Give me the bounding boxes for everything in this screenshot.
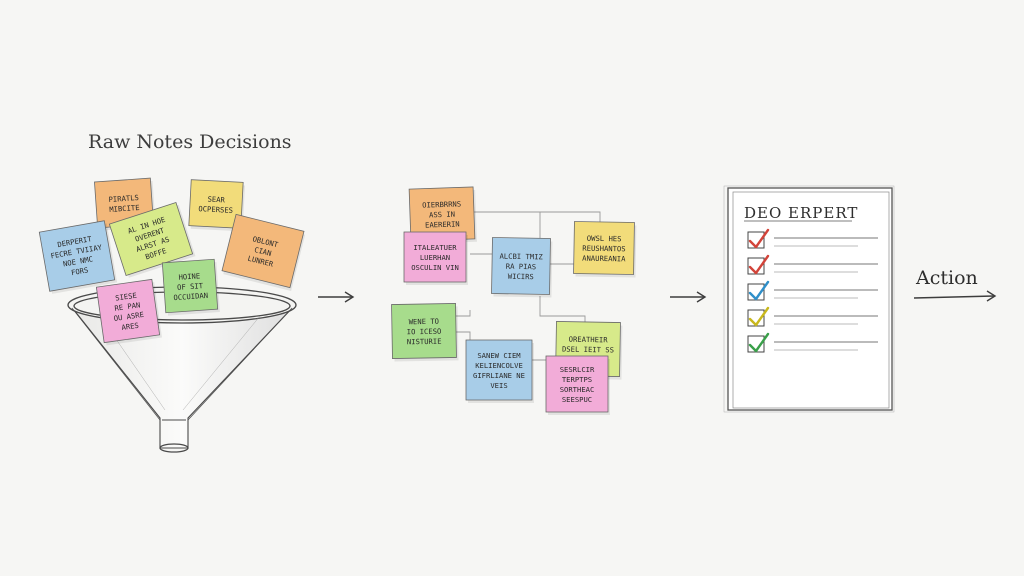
sticky-note-text: OWSL HES	[587, 234, 622, 244]
checklist-item-5	[747, 332, 878, 353]
sticky-note-text: SEAR	[207, 195, 225, 205]
sticky-note-text: KELIENCOLVE	[475, 361, 523, 370]
sticky-note-text: REUSHANTOS	[582, 244, 625, 254]
sticky-note-text: ARES	[121, 321, 139, 332]
sticky-note-text: OSCULIN VIN	[411, 263, 459, 272]
checklist-item-2	[747, 254, 878, 275]
action-label: Action	[915, 267, 978, 289]
sticky-note-text: GIFRLIANE NE	[473, 371, 525, 380]
sticky-note-text: IO ICESO	[407, 327, 442, 337]
report-document: DEO ERPERT	[723, 185, 895, 413]
stage1-caption: Raw Notes Decisions	[88, 131, 292, 153]
sticky-note-text: EAERERIN	[425, 219, 460, 229]
sticky-note-text: WICIRS	[508, 272, 534, 281]
checkmark-icon	[748, 228, 770, 249]
sticky-note-text: OCPERSES	[198, 204, 233, 215]
checkmark-icon	[748, 306, 770, 327]
sticky-note-text: LUERHAN	[420, 253, 450, 262]
sticky-note-text: ANAUREANIA	[582, 254, 626, 264]
sticky-note-text: RE PAN	[114, 300, 141, 313]
sticky-note-text: ASS IN	[429, 210, 455, 220]
flow-arrow-1	[318, 291, 355, 303]
checkmark-icon	[748, 332, 770, 353]
sticky-note-text: TERPTPS	[562, 375, 592, 384]
sticky-note-text: SESRLCIR	[560, 365, 595, 374]
sticky-note-text: ALCBI TMIZ	[499, 252, 543, 262]
sticky-note-text: PIRATLS	[108, 193, 139, 204]
action-arrow	[913, 290, 997, 302]
sticky-note-text: SIESE	[115, 291, 138, 303]
checkmark-icon	[748, 254, 770, 275]
sticky-note-text: SORTHEAC	[560, 385, 595, 394]
checkmark-icon	[748, 280, 770, 301]
sticky-note-text: OCCUIDAN	[173, 291, 208, 302]
sticky-note-text: OU ASRE	[113, 310, 144, 323]
sticky-note-text: MIBCITE	[109, 203, 140, 214]
flow-arrow-2	[670, 291, 707, 303]
sticky-note-text: SANEW CIEM	[477, 351, 521, 360]
sticky-note-text: OREATHEIR	[569, 335, 609, 345]
checklist-item-3	[747, 280, 878, 301]
sticky-note-text: ITALEATUER	[413, 243, 457, 252]
sticky-note-text: NISTURIE	[407, 337, 442, 347]
sticky-note-text: VEIS	[490, 381, 507, 390]
sticky-note-text: SEESPUC	[562, 395, 592, 404]
sticky-note-text: HOINE	[178, 271, 200, 281]
sticky-note-text: OF SIT	[177, 281, 204, 292]
checklist-item-1	[747, 228, 878, 249]
sticky-note-text: DSEL IEIT SS	[562, 345, 614, 355]
report-checklist	[747, 228, 878, 353]
sticky-note-text: FORS	[70, 265, 89, 277]
sticky-note-text: WENE TO	[409, 317, 439, 327]
sticky-note-text: OIERBRRNS	[422, 199, 461, 209]
sticky-note-text: CIAN	[253, 245, 272, 258]
sticky-note-text: RA PIAS	[506, 262, 536, 272]
checklist-item-4	[747, 306, 878, 327]
report-title: DEO ERPERT	[744, 204, 858, 222]
